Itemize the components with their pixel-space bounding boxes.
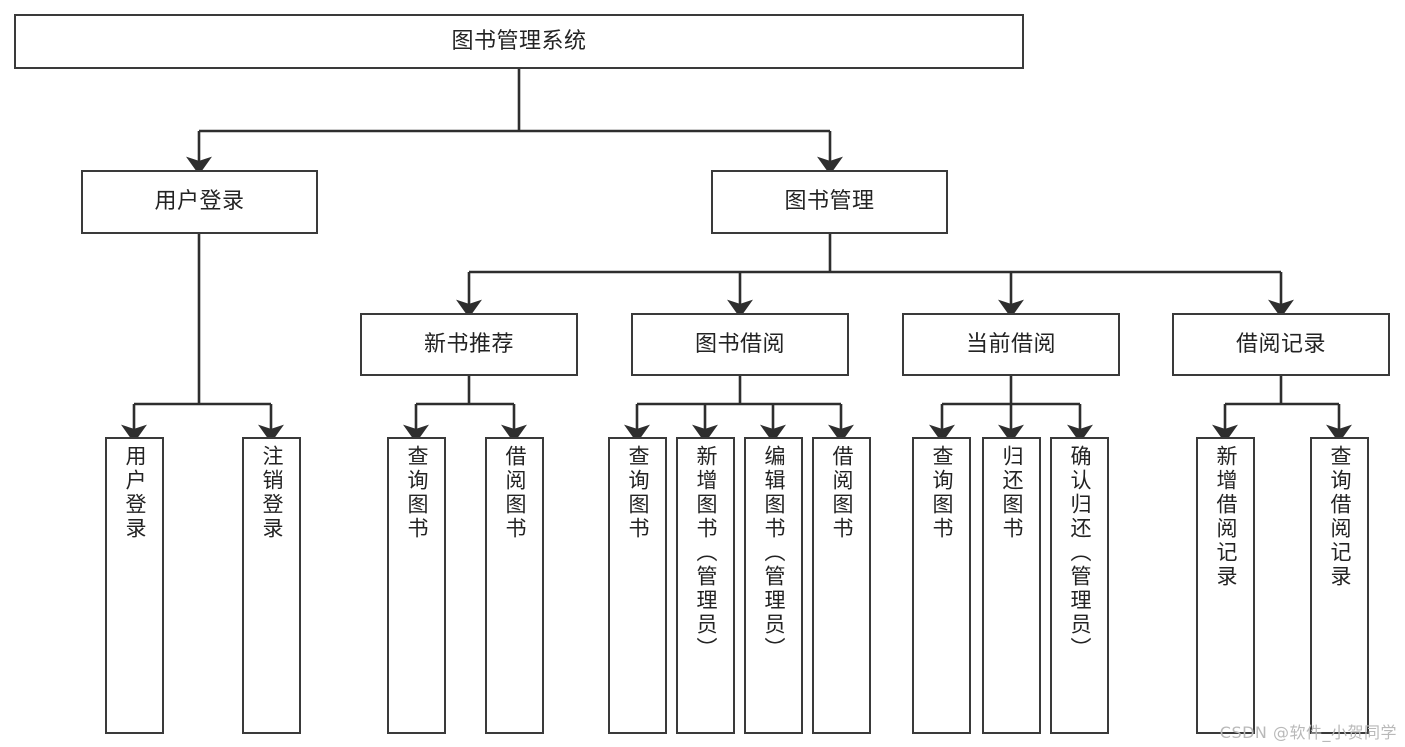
- node-label: 借阅记录: [1235, 331, 1326, 357]
- node-label: 编辑图书（管理员）: [762, 445, 786, 661]
- node-label: 归还图书: [1000, 445, 1024, 541]
- node-new-book-recommend[interactable]: 新书推荐: [360, 313, 578, 376]
- node-label: 用户登录: [123, 445, 147, 541]
- node-label: 注销登录: [260, 445, 284, 541]
- node-label: 新增借阅记录: [1214, 445, 1238, 589]
- leaf-borrow-add-book-admin[interactable]: 新增图书（管理员）: [676, 437, 735, 734]
- leaf-borrow-borrow-book[interactable]: 借阅图书: [812, 437, 871, 734]
- node-label: 查询图书: [626, 445, 650, 541]
- node-label: 查询图书: [930, 445, 954, 541]
- node-borrow-records[interactable]: 借阅记录: [1172, 313, 1390, 376]
- node-label: 新增图书（管理员）: [694, 445, 718, 661]
- leaf-user-login[interactable]: 用户登录: [105, 437, 164, 734]
- leaf-current-confirm-return-admin[interactable]: 确认归还（管理员）: [1050, 437, 1109, 734]
- node-label: 查询图书: [405, 445, 429, 541]
- leaf-logout[interactable]: 注销登录: [242, 437, 301, 734]
- leaf-new-book-borrow-book[interactable]: 借阅图书: [485, 437, 544, 734]
- node-root-system[interactable]: 图书管理系统: [14, 14, 1024, 69]
- node-book-management[interactable]: 图书管理: [711, 170, 948, 234]
- node-label: 确认归还（管理员）: [1068, 445, 1092, 661]
- leaf-records-add-record[interactable]: 新增借阅记录: [1196, 437, 1255, 734]
- node-label: 图书管理: [784, 189, 875, 215]
- node-label: 图书借阅: [694, 331, 785, 357]
- node-label: 当前借阅: [965, 331, 1056, 357]
- watermark-text: CSDN @软件_小贺同学: [1219, 723, 1397, 742]
- leaf-records-query-record[interactable]: 查询借阅记录: [1310, 437, 1369, 734]
- leaf-current-query-book[interactable]: 查询图书: [912, 437, 971, 734]
- node-label: 查询借阅记录: [1328, 445, 1352, 589]
- node-label: 借阅图书: [830, 445, 854, 541]
- node-label: 借阅图书: [503, 445, 527, 541]
- leaf-current-return-book[interactable]: 归还图书: [982, 437, 1041, 734]
- leaf-new-book-query-book[interactable]: 查询图书: [387, 437, 446, 734]
- node-user-login[interactable]: 用户登录: [81, 170, 318, 234]
- node-label: 新书推荐: [423, 331, 514, 357]
- node-current-borrow[interactable]: 当前借阅: [902, 313, 1120, 376]
- leaf-borrow-edit-book-admin[interactable]: 编辑图书（管理员）: [744, 437, 803, 734]
- node-book-borrow[interactable]: 图书借阅: [631, 313, 849, 376]
- leaf-borrow-query-book[interactable]: 查询图书: [608, 437, 667, 734]
- node-label: 用户登录: [154, 189, 245, 215]
- node-label: 图书管理系统: [451, 28, 587, 54]
